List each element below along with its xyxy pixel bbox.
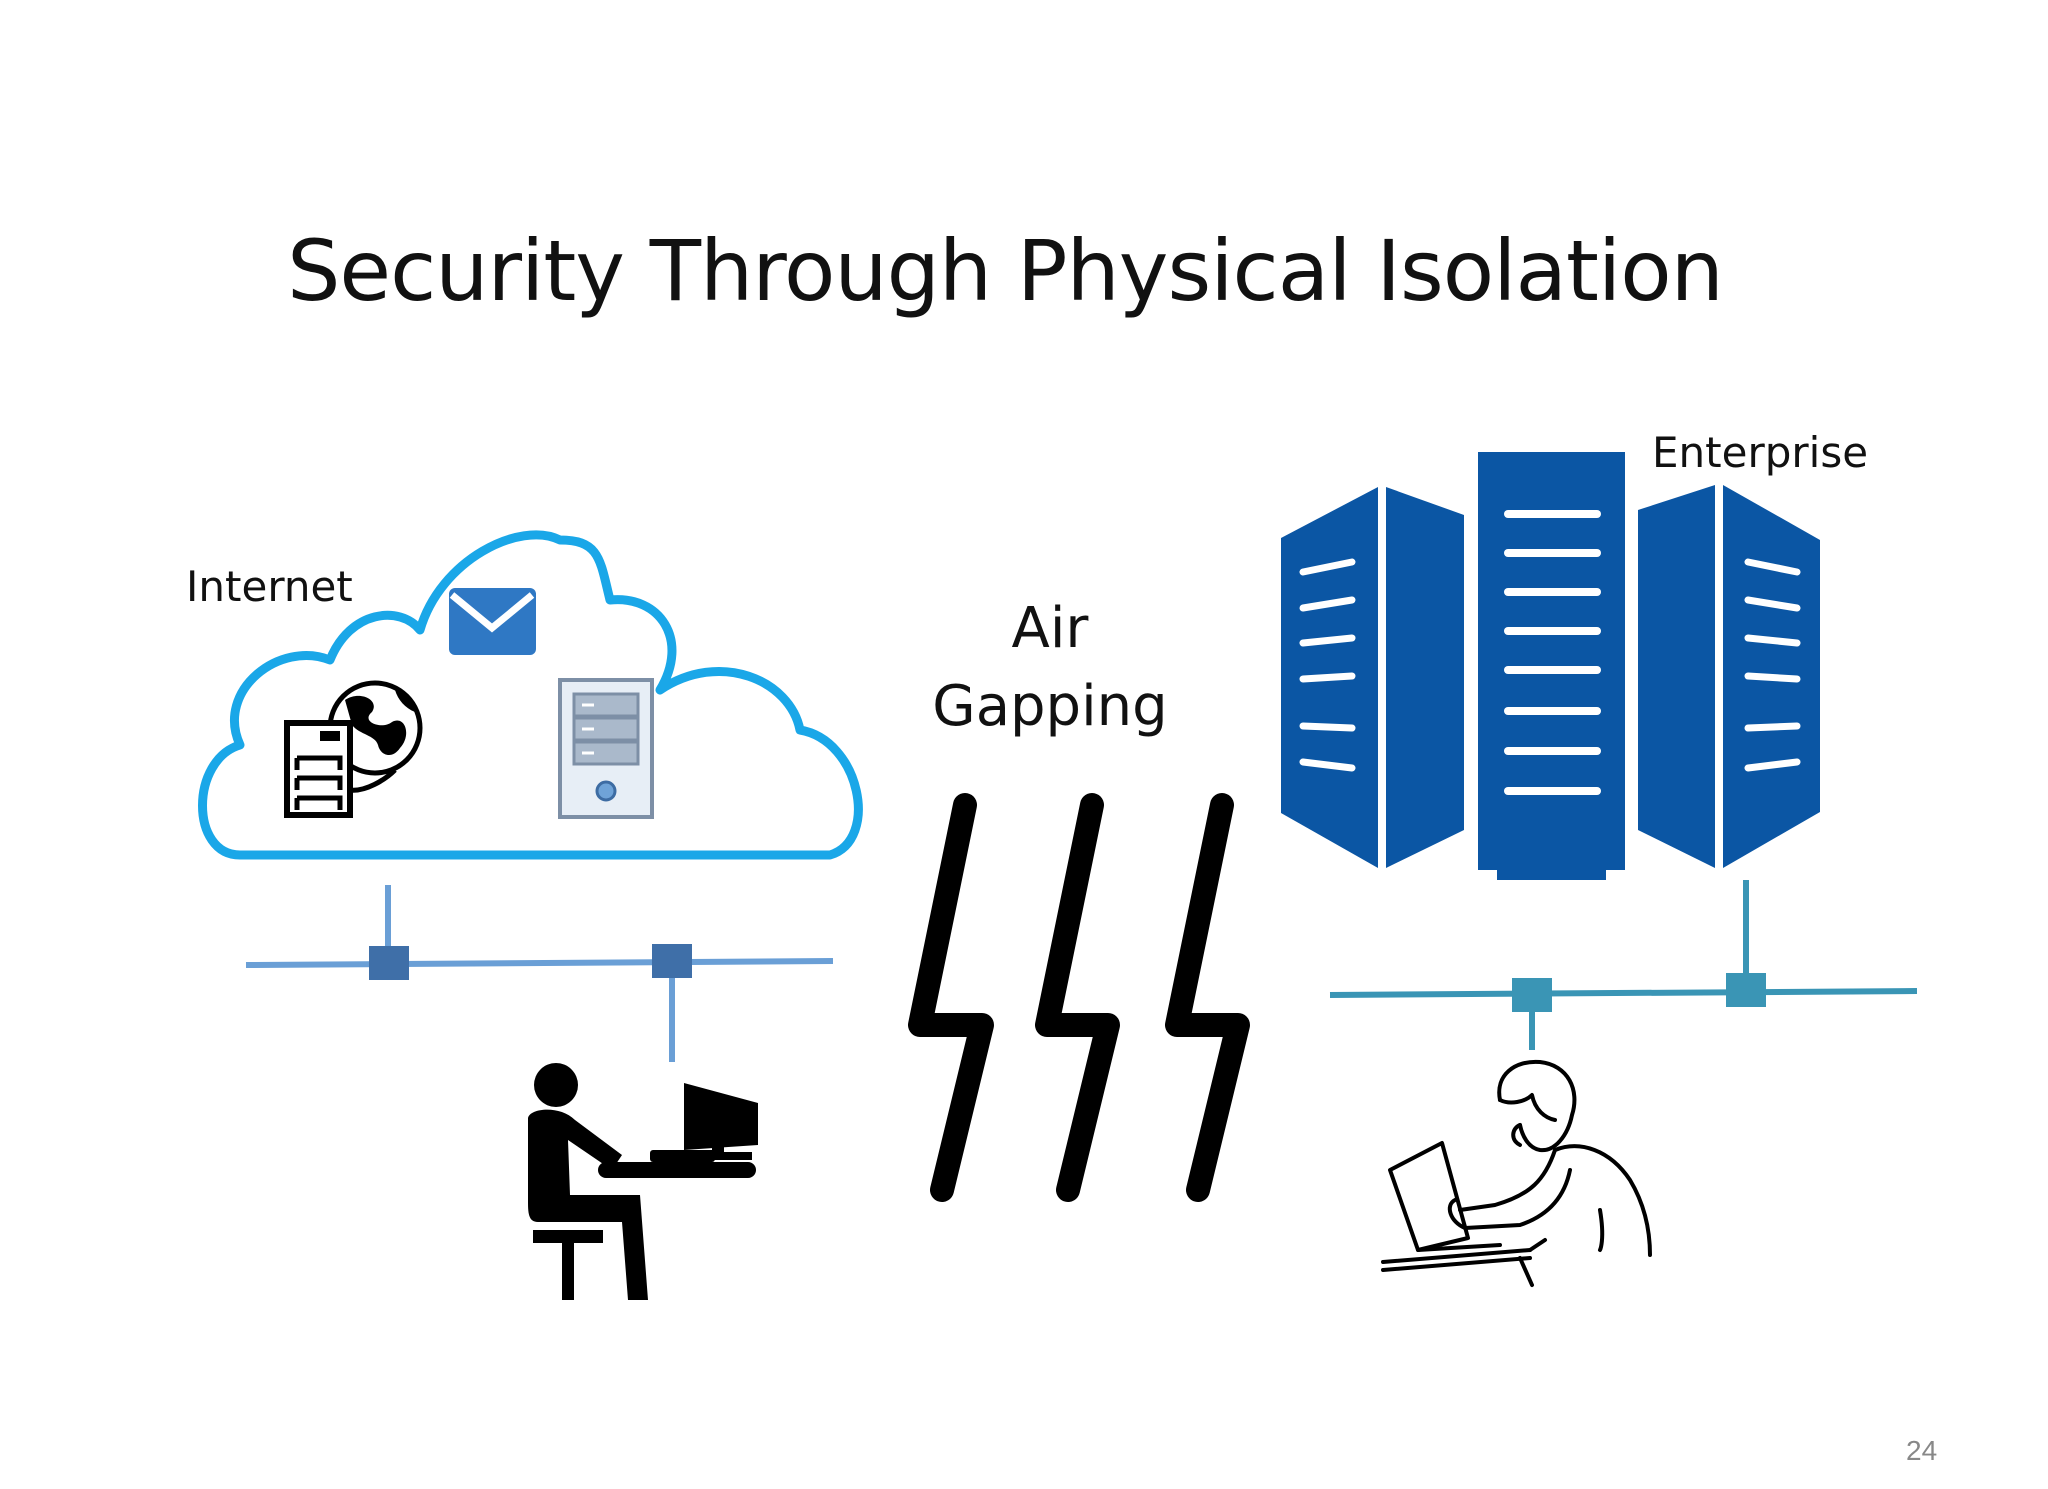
air-gapping-label: Air Gapping [880,590,1220,746]
enterprise-label: Enterprise [1652,428,1869,477]
air-gapping-label-line2: Gapping [932,674,1168,739]
page-number: 24 [1906,1435,1938,1466]
internet-label: Internet [186,562,353,611]
lightning-bolt-icon [908,793,1250,1202]
tower-server-icon [558,678,654,819]
slide-title: Security Through Physical Isolation [287,222,1724,320]
server-racks-icon [1281,452,1820,880]
network-node [1512,978,1552,1012]
envelope-icon [449,588,536,655]
network-node [1726,973,1766,1007]
cloud-icon [198,530,863,860]
internet-network-bus [245,885,834,1062]
person-at-laptop-icon [1381,1059,1652,1287]
network-node [652,944,692,978]
enterprise-network-bus [1329,880,1918,1050]
globe-server-icon [284,680,423,818]
person-at-computer-icon [528,1063,758,1300]
air-gapping-label-line1: Air [1011,596,1089,661]
network-node [369,946,409,980]
